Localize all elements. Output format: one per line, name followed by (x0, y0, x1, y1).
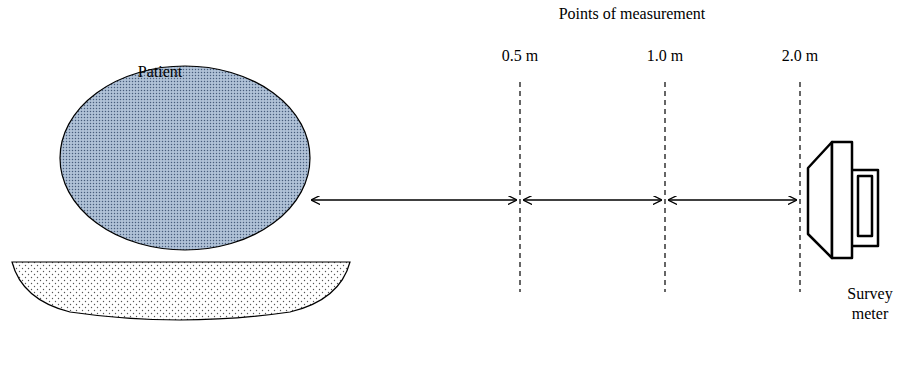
distance-label: 0.5 m (502, 46, 538, 66)
measure-line (664, 82, 665, 292)
heading: Points of measurement (559, 4, 706, 24)
survey-meter (808, 142, 878, 258)
measure-line (799, 82, 800, 292)
distance-arrow (669, 199, 796, 201)
distance-label: 1.0 m (647, 46, 683, 66)
measure-line (519, 82, 520, 292)
couch (12, 262, 350, 320)
distance-arrow (524, 199, 661, 201)
distance-arrow (312, 199, 516, 201)
distance-label: 2.0 m (782, 46, 818, 66)
patient-body (60, 66, 310, 250)
part-label: Survey meter (839, 284, 901, 324)
part-label: Patient (138, 62, 182, 82)
